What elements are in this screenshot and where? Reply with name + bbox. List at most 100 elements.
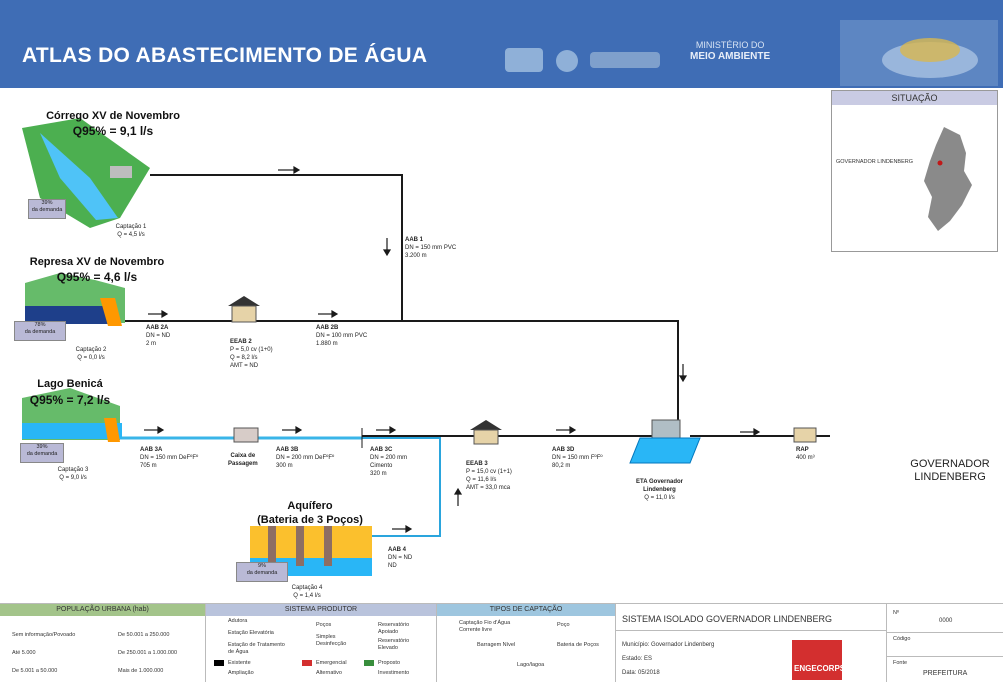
eeab3-building [470, 420, 502, 445]
aquifero-demand-text: da demanda [246, 570, 278, 576]
eeab3-line3: AMT = 33,0 mca [466, 485, 511, 491]
aquifero-name: Aquífero [287, 500, 333, 512]
aab3c-line3: 320 m [370, 471, 387, 477]
lago-demand-pct: 39% [36, 444, 48, 450]
aab4-line0: AAB 4 [388, 547, 407, 553]
eta-line1: Lindenberg [643, 487, 676, 493]
aab3d-line2: 80,2 m [552, 463, 571, 469]
aab3b-label: AAB 3B DN = 200 mm DeFºFº 300 m [276, 446, 334, 470]
represa-q: Q95% = 4,6 l/s [56, 270, 138, 284]
agency-logo [590, 52, 660, 68]
fonte-label: Fonte [893, 660, 908, 666]
eta-line2: Q = 11,0 l/s [644, 495, 675, 501]
eta-line0: ETA Governador [636, 479, 684, 485]
situacao-city-label: GOVERNADOR LINDENBERG [836, 159, 914, 165]
sis-item-10: Ampliação [228, 670, 254, 676]
eeab2-line3: AMT = ND [230, 363, 259, 369]
represa-demand-text: da demanda [24, 329, 56, 335]
data: Data: 05/2018 [622, 670, 660, 676]
aab4-label: AAB 4 DN = ND ND [388, 546, 412, 570]
aab4-line2: ND [388, 563, 397, 569]
aab3c-line1: DN = 200 mm [370, 455, 408, 461]
aab3a-line0: AAB 3A [140, 447, 163, 453]
schematic-diagram [22, 118, 830, 576]
ministerio-line1: MINISTÉRIO DO [695, 40, 765, 50]
sis-item-7: Existente [228, 660, 251, 666]
aab3c-label: AAB 3C DN = 200 mm Cimento 320 m [370, 446, 407, 478]
pop-item-5: Mais de 1.000.000 [118, 668, 164, 674]
aab2a-line1: DN = ND [146, 333, 171, 339]
sis-item-12: Investimento [378, 670, 410, 676]
sis-item-8: Emergencial [316, 660, 347, 666]
sis-item-1: Estação Elevatória [228, 630, 274, 636]
caixa-line0: Caixa de [230, 453, 256, 459]
rap-reservoir [793, 427, 817, 443]
state-map [924, 127, 972, 231]
aquifero-demand-pct: 9% [258, 563, 266, 569]
proposto-swatch [364, 660, 374, 666]
sis-item-4: Simples Desinfecção [316, 634, 347, 647]
captacao4-name: Captação 4 [291, 585, 323, 591]
municipio: Município: Governador Lindenberg [622, 642, 715, 648]
lago-q: Q95% = 7,2 l/s [29, 393, 111, 407]
eeab2-line2: Q = 8,2 l/s [230, 355, 258, 361]
aab2a-line0: AAB 2A [146, 325, 169, 331]
corrego-name: Córrego XV de Novembro [46, 110, 180, 122]
rap-label: RAP 400 m³ [796, 446, 815, 462]
aab2b-label: AAB 2B DN = 100 mm PVC 1.880 m [316, 324, 367, 348]
aab1-line0: AAB 1 [405, 237, 424, 243]
city-label: GOVERNADOR LINDENBERG [898, 458, 1002, 484]
captacao2-name: Captação 2 [75, 347, 107, 353]
lago-name: Lago Benicá [37, 378, 103, 390]
aab3a-label: AAB 3A DN = 150 mm DeFºFº 705 m [140, 446, 198, 470]
aab3d-line0: AAB 3D [552, 447, 575, 453]
num-label: Nº [893, 610, 899, 616]
aab4-line1: DN = ND [388, 555, 413, 561]
represa-name: Represa XV de Novembro [29, 256, 165, 268]
represa-demand-pct: 78% [34, 322, 46, 328]
aab3c-line2: Cimento [370, 463, 393, 469]
aab3d-label: AAB 3D DN = 150 mm FºFº 80,2 m [552, 446, 603, 470]
existente-swatch [214, 660, 224, 666]
engecorps-text: ENGECORPS [794, 664, 846, 673]
situacao-title: SITUAÇÃO [832, 91, 997, 105]
sih-logo [556, 50, 578, 72]
aab2b-line2: 1.880 m [316, 341, 338, 347]
aab1-line1: DN = 150 mm PVC [405, 245, 457, 251]
pop-head: POPULAÇÃO URBANA (hab) [0, 604, 205, 616]
captacao1-name: Captação 1 [115, 224, 147, 230]
caixa-line1: Passagem [228, 461, 258, 467]
captacao2-label: Captação 2 Q = 0,0 l/s [66, 346, 116, 362]
aab3b-line1: DN = 200 mm DeFºFº [276, 455, 335, 461]
situacao-panel: SITUAÇÃO GOVERNADOR LINDENBERG [831, 90, 998, 252]
captacao2-illustration [25, 273, 125, 326]
sis-item-2: Estação de Tratamento de Água [228, 642, 285, 655]
city-line0: GOVERNADOR [910, 458, 990, 470]
corrego-demand-text: da demanda [31, 207, 63, 213]
tipos-item-1: Poço [557, 622, 570, 628]
sistema-info-box: SISTEMA ISOLADO GOVERNADOR LINDENBERG Mu… [616, 604, 887, 682]
engecorps-logo: ENGECORPS [792, 640, 846, 680]
aquifero-demand-box: 9% da demanda [236, 562, 288, 582]
page-title: ATLAS DO ABASTECIMENTO DE ÁGUA [22, 44, 428, 67]
brasil-logo [840, 20, 998, 86]
captacao3-illustration [22, 388, 122, 442]
tipos-item-4: Lago/lagoa [517, 662, 545, 668]
estado: Estado: ES [622, 656, 653, 662]
flow-arrows [144, 165, 761, 534]
eeab2-label: EEAB 2 P = 5,0 cv (1+0) Q = 8,2 l/s AMT … [230, 338, 273, 370]
sis-item-5: Reservatório Apoiado [378, 622, 410, 635]
tipos-item-3: Bateria de Poços [557, 642, 599, 648]
pipe-aab4 [362, 437, 441, 537]
pop-item-0: Sem informação/Povoado [12, 632, 76, 638]
corrego-demand-pct: 39% [41, 200, 53, 206]
header-banner: ATLAS DO ABASTECIMENTO DE ÁGUA MINISTÉRI… [0, 0, 1003, 88]
tipos-head: TIPOS DE CAPTAÇÃO [437, 604, 615, 616]
captacao4-q: Q = 1,4 l/s [293, 593, 321, 599]
pop-item-2: De 5.001 a 50.000 [12, 668, 58, 674]
emergencial-swatch [302, 660, 312, 666]
aab2a-label: AAB 2A DN = ND 2 m [146, 324, 170, 348]
pipe-aab1 [150, 174, 403, 321]
corrego-q: Q95% = 9,1 l/s [72, 124, 154, 138]
sis-item-11: Alternativo [316, 670, 342, 676]
